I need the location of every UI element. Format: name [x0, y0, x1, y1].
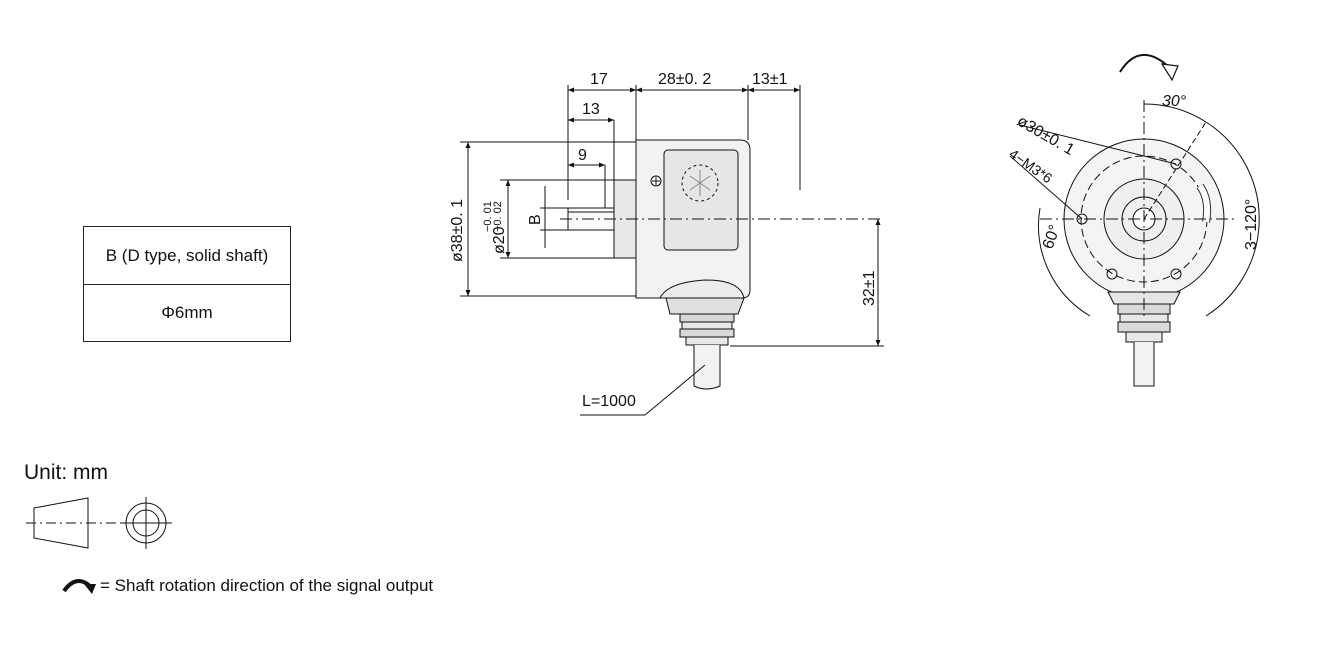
mounting-hole-3 — [1170, 268, 1182, 280]
dim-13-label: 13 — [582, 101, 600, 118]
dim-dia38-label: ø38±0. 1 — [449, 199, 466, 262]
dim-3-120-label: 3−120° — [1243, 199, 1260, 250]
dim-9-label: 9 — [578, 147, 587, 164]
cable-gland-body — [665, 297, 745, 315]
spec-table-value: Φ6mm — [84, 284, 290, 341]
dim-28-label: 28±0. 2 — [658, 71, 711, 88]
front-cable — [1133, 342, 1155, 387]
cable-gland-cap — [659, 279, 745, 299]
dim-dia20-label: ø20 — [491, 226, 508, 254]
shaft-spec-table: B (D type, solid shaft) Φ6mm — [83, 226, 291, 342]
dim-17-label: 17 — [590, 71, 608, 88]
rotation-arrow-icon — [1160, 63, 1179, 82]
dim-dia20-tol-upper: −0. 01 — [482, 201, 494, 232]
projection-cone — [33, 497, 89, 549]
dim-dia20-tol-lower: −0. 02 — [492, 201, 504, 232]
mounting-hole-4 — [1106, 268, 1118, 280]
rotation-note: = Shaft rotation direction of the signal… — [100, 576, 434, 595]
logo-mark-icon — [681, 164, 719, 202]
dim-30deg-label: 30° — [1162, 93, 1187, 110]
dim-13-1-label: 13±1 — [752, 71, 788, 88]
cable-length-label: L=1000 — [582, 393, 636, 410]
dim-32-label: 32±1 — [861, 270, 878, 306]
unit-label: Unit: mm — [24, 461, 108, 484]
housing-label-panel — [663, 149, 739, 251]
cable — [693, 345, 721, 390]
spec-table-header: B (D type, solid shaft) — [105, 245, 269, 265]
dim-b-label: B — [527, 214, 544, 225]
